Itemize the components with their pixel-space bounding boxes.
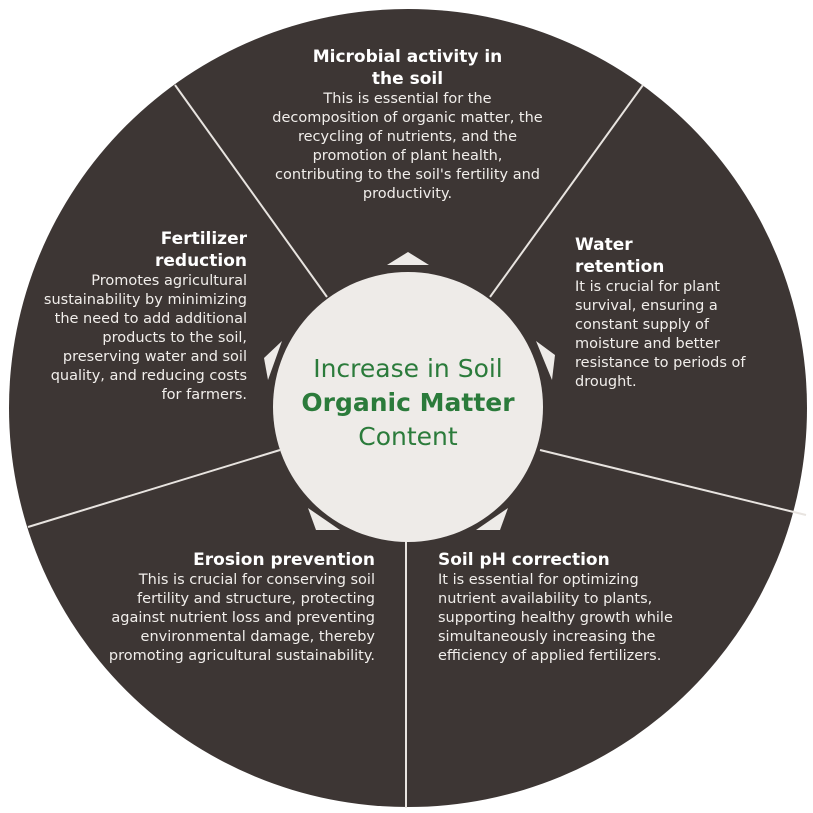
divider — [174, 84, 328, 298]
arrow-icon — [308, 508, 340, 530]
segment-title: Fertilizer reduction — [155, 229, 247, 271]
segment-title: Water retention — [575, 235, 665, 277]
center-title: Increase in Soil Organic Matter Content — [273, 352, 543, 454]
segment-soil-ph: Soil pH correction It is essential for o… — [438, 549, 673, 666]
center-line-2: Organic Matter — [301, 388, 515, 417]
divider — [27, 449, 281, 528]
center-line-3: Content — [358, 422, 458, 451]
segment-erosion-prevention: Erosion prevention This is crucial for c… — [100, 549, 375, 666]
segment-text: It is crucial for plant survival, ensuri… — [575, 279, 746, 390]
center-line-1: Increase in Soil — [313, 354, 503, 383]
segment-microbial-activity: Microbial activity in the soil This is e… — [270, 46, 545, 204]
segment-water-retention: Water retention It is crucial for plant … — [575, 234, 755, 392]
segment-title: Erosion prevention — [193, 550, 375, 570]
segment-text: It is essential for optimizing nutrient … — [438, 572, 673, 664]
segment-fertilizer-reduction: Fertilizer reduction Promotes agricultur… — [32, 228, 247, 405]
arrow-icon — [476, 508, 508, 530]
arrow-icon — [387, 252, 429, 265]
divider — [489, 84, 644, 298]
segment-text: This is crucial for conserving soil fert… — [108, 572, 375, 664]
segment-title: Soil pH correction — [438, 550, 610, 570]
arrow-icon — [264, 341, 282, 380]
center-circle — [273, 272, 543, 542]
arrow-icon — [536, 341, 555, 380]
segment-text: This is essential for the decomposition … — [272, 91, 543, 202]
segment-title: Microbial activity in the soil — [312, 47, 503, 89]
segment-text: Promotes agricultural sustainability by … — [43, 273, 247, 403]
divider — [539, 449, 807, 516]
